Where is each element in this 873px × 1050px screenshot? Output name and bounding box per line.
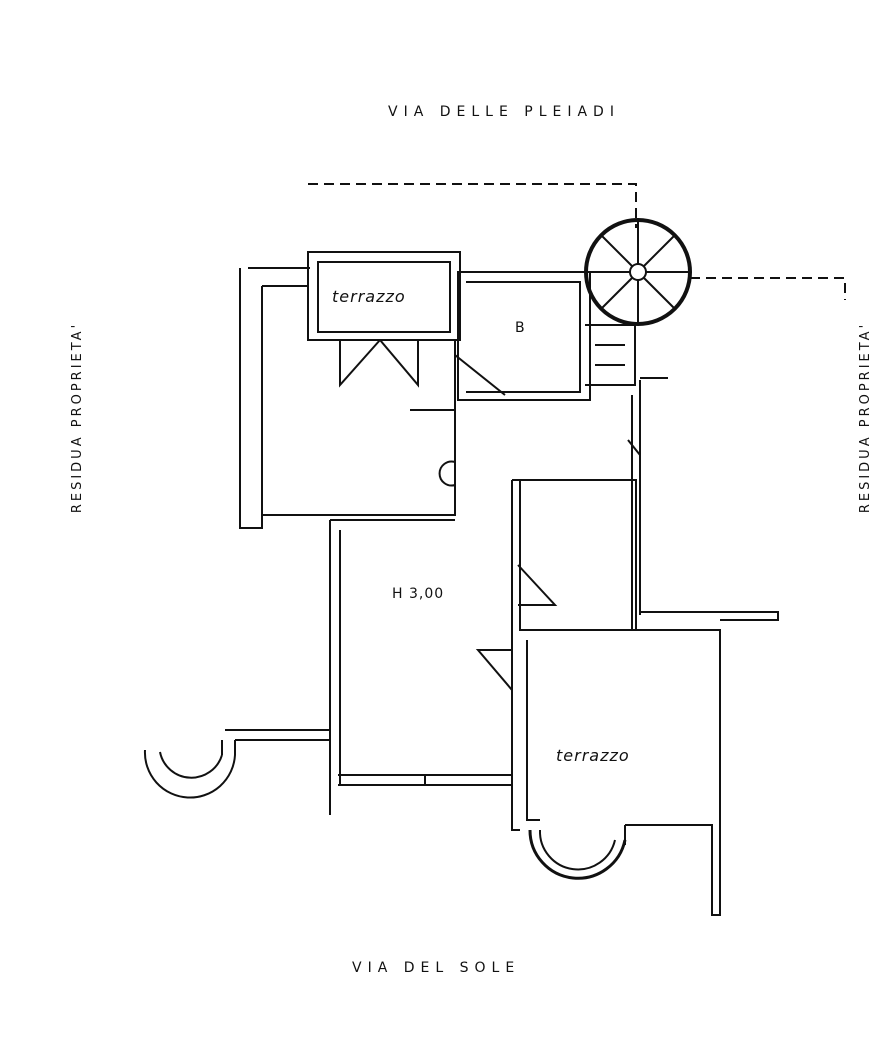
room-label-terrace-bottom: terrazzo [556, 746, 630, 765]
left-room-inner [262, 340, 456, 521]
terrace-bottom-walls [520, 629, 721, 916]
left-bay [143, 729, 330, 799]
street-label-bottom: VIA DEL SOLE [352, 960, 521, 976]
corridor-walls [329, 520, 512, 815]
stair-landing [585, 324, 636, 386]
door-swings [339, 339, 641, 693]
property-line-right [690, 277, 846, 300]
door-arc [438, 460, 456, 487]
right-room-walls [511, 479, 637, 831]
room-label-bath: B [515, 320, 526, 336]
terrace-top-wall-inner [317, 261, 451, 333]
side-label-right: RESIDUA PROPRIETA' [858, 321, 873, 514]
street-label-top: VIA DELLE PLEIADI [388, 104, 620, 120]
bath-walls [457, 271, 591, 401]
terrace-bay [528, 829, 627, 880]
terrace-top-wall-outer [307, 251, 461, 341]
room-label-terrace-top: terrazzo [332, 287, 406, 306]
side-label-left: RESIDUA PROPRIETA' [70, 321, 86, 514]
room-label-height: H 3,00 [392, 586, 445, 602]
corridor-right-wall [631, 377, 779, 630]
property-line-top [308, 183, 637, 228]
left-room-walls [239, 267, 330, 529]
